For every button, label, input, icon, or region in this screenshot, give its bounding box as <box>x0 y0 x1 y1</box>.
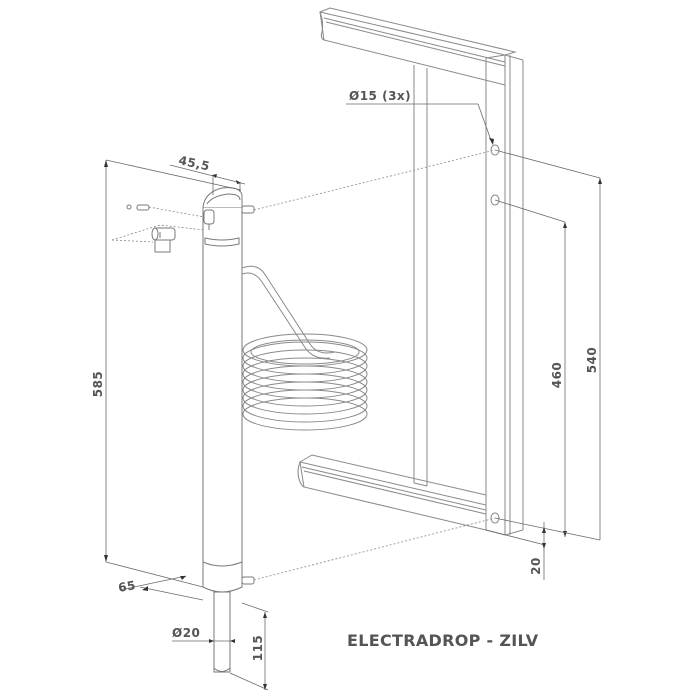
fixing-screw <box>126 204 150 211</box>
mount-hole-top <box>490 144 500 156</box>
hole-diameter-label: Ø15 (3x) <box>349 89 411 103</box>
projection-lines <box>111 149 496 581</box>
mount-hole-middle <box>490 194 500 206</box>
gate-frame <box>297 7 524 536</box>
product-title: ELECTRADROP - ZILV <box>347 631 539 650</box>
pin-diameter-label: Ø20 <box>172 626 200 640</box>
cable-coil-rings <box>242 333 368 431</box>
depth-label: 65 <box>117 578 137 595</box>
top-width-label: 45,5 <box>177 153 211 173</box>
lock-cylinder <box>151 227 176 253</box>
mount-hole-bottom <box>490 512 500 524</box>
hole-spacing-outer-label: 540 <box>585 347 599 374</box>
coiled-cable <box>241 265 368 431</box>
post-height-label: 585 <box>91 371 105 398</box>
bottom-offset-label: 20 <box>529 557 543 575</box>
pin-length-label: 115 <box>251 635 265 662</box>
drop-post <box>202 187 255 673</box>
dimension-lines <box>104 103 602 691</box>
hole-spacing-inner-label: 460 <box>550 362 564 389</box>
